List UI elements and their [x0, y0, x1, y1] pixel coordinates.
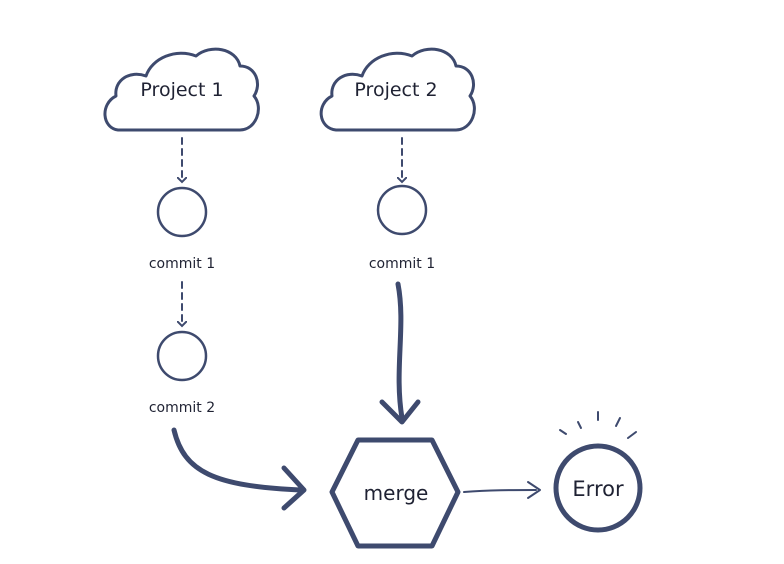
- arrow-project2-commit-to-merge: [395, 281, 405, 421]
- project-1-label: Project 1: [140, 79, 223, 101]
- project-2-cloud: Project 2: [319, 47, 476, 132]
- error-circle: [553, 443, 643, 533]
- project-1-commit-1: commit 1: [149, 186, 215, 272]
- error-burst-icon: [559, 411, 637, 439]
- commit-node: [156, 186, 208, 238]
- arrow-merge-to-error-head: [527, 481, 541, 499]
- project-1-cloud-shape: [103, 47, 260, 132]
- merge-label: merge: [364, 481, 429, 505]
- project-1-commit-2: commit 2: [149, 330, 215, 416]
- commit-label: commit 1: [369, 256, 435, 272]
- merge-node: merge: [329, 437, 461, 549]
- commit-node: [156, 330, 208, 382]
- project-1-cloud: Project 1: [103, 47, 260, 132]
- arrow-project2-commit-to-merge-head: [379, 399, 421, 425]
- error-label: Error: [572, 477, 624, 501]
- project-2-label: Project 2: [354, 79, 437, 101]
- project-2-cloud-shape: [319, 47, 476, 132]
- arrow-merge-to-error: [463, 489, 537, 493]
- commit-node: [376, 184, 428, 236]
- commit-label: commit 1: [149, 256, 215, 272]
- commit-label: commit 2: [149, 400, 215, 416]
- arrow-commit2-to-merge: [171, 427, 303, 493]
- project-2-commit-1: commit 1: [369, 184, 435, 272]
- error-node: Error: [553, 411, 643, 533]
- merge-hexagon: [329, 437, 461, 549]
- arrow-commit2-to-merge-head: [281, 465, 307, 511]
